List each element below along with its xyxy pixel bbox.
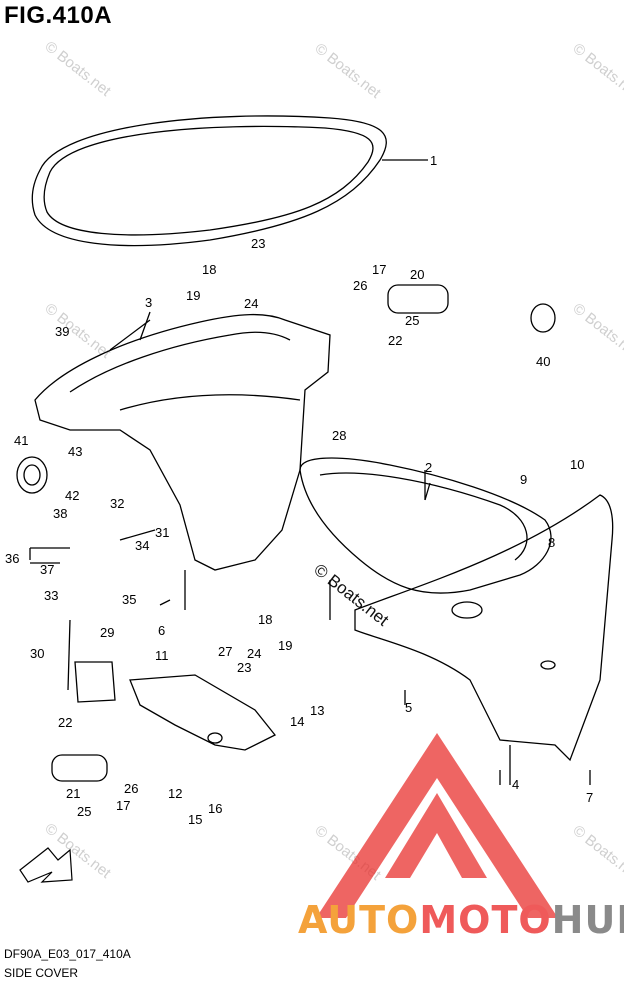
callout-3: 3: [145, 295, 152, 310]
callout-29: 29: [100, 625, 114, 640]
callout-32: 32: [110, 496, 124, 511]
callout-2: 2: [425, 460, 432, 475]
callout-18: 18: [258, 612, 272, 627]
side-cover-lower: [354, 494, 614, 762]
callout-22: 22: [388, 333, 402, 348]
callout-16: 16: [208, 801, 222, 816]
brand-part-moto: MOTO: [419, 898, 552, 942]
handle: [387, 284, 449, 314]
callout-25: 25: [77, 804, 91, 819]
callout-21: 21: [66, 786, 80, 801]
callout-27: 27: [218, 644, 232, 659]
callout-13: 13: [310, 703, 324, 718]
callout-15: 15: [188, 812, 202, 827]
callout-39: 39: [55, 324, 69, 339]
grommet: [16, 456, 48, 494]
callout-22: 22: [58, 715, 72, 730]
callout-10: 10: [570, 457, 584, 472]
handle-lower: [51, 754, 108, 782]
callout-6: 6: [158, 623, 165, 638]
callout-43: 43: [68, 444, 82, 459]
callout-31: 31: [155, 525, 169, 540]
callout-18: 18: [202, 262, 216, 277]
callout-33: 33: [44, 588, 58, 603]
callout-30: 30: [30, 646, 44, 661]
callout-38: 38: [53, 506, 67, 521]
callout-26: 26: [124, 781, 138, 796]
callout-20: 20: [410, 267, 424, 282]
callout-40: 40: [536, 354, 550, 369]
callout-37: 37: [40, 562, 54, 577]
brand-part-hub: HUB: [551, 898, 624, 942]
callout-17: 17: [372, 262, 386, 277]
bracket: [129, 674, 277, 751]
callout-8: 8: [548, 535, 555, 550]
callout-24: 24: [244, 296, 258, 311]
callout-19: 19: [278, 638, 292, 653]
brand-wordmark: AUTOMOTOHUB: [298, 898, 624, 942]
brand-part-auto: AUTO: [298, 898, 420, 942]
callout-4: 4: [512, 777, 519, 792]
callout-26: 26: [353, 278, 367, 293]
callout-36: 36: [5, 551, 19, 566]
figure-title: FIG.410A: [4, 2, 113, 29]
callout-17: 17: [116, 798, 130, 813]
callout-28: 28: [332, 428, 346, 443]
callout-34: 34: [135, 538, 149, 553]
connector: [74, 661, 116, 703]
callout-41: 41: [14, 433, 28, 448]
callout-42: 42: [65, 488, 79, 503]
callout-7: 7: [586, 790, 593, 805]
diagram-subtitle: SIDE COVER: [4, 966, 79, 980]
callout-5: 5: [405, 700, 412, 715]
brand-logo: [316, 733, 558, 918]
side-cover-upper: [34, 313, 331, 571]
callout-23: 23: [251, 236, 265, 251]
callout-35: 35: [122, 592, 136, 607]
side-cover-lower-frame: [299, 457, 552, 594]
callout-1: 1: [430, 153, 437, 168]
tie-strap: [67, 619, 71, 691]
callout-9: 9: [520, 472, 527, 487]
cap: [530, 303, 556, 333]
seal-ring: [31, 115, 387, 247]
fwd-badge: [19, 847, 73, 883]
callout-25: 25: [405, 313, 419, 328]
callout-12: 12: [168, 786, 182, 801]
callout-19: 19: [186, 288, 200, 303]
diagram-code: DF90A_E03_017_410A: [4, 947, 131, 961]
callout-11: 11: [155, 648, 169, 663]
callout-14: 14: [290, 714, 304, 729]
callout-23: 23: [237, 660, 251, 675]
callout-24: 24: [247, 646, 261, 661]
